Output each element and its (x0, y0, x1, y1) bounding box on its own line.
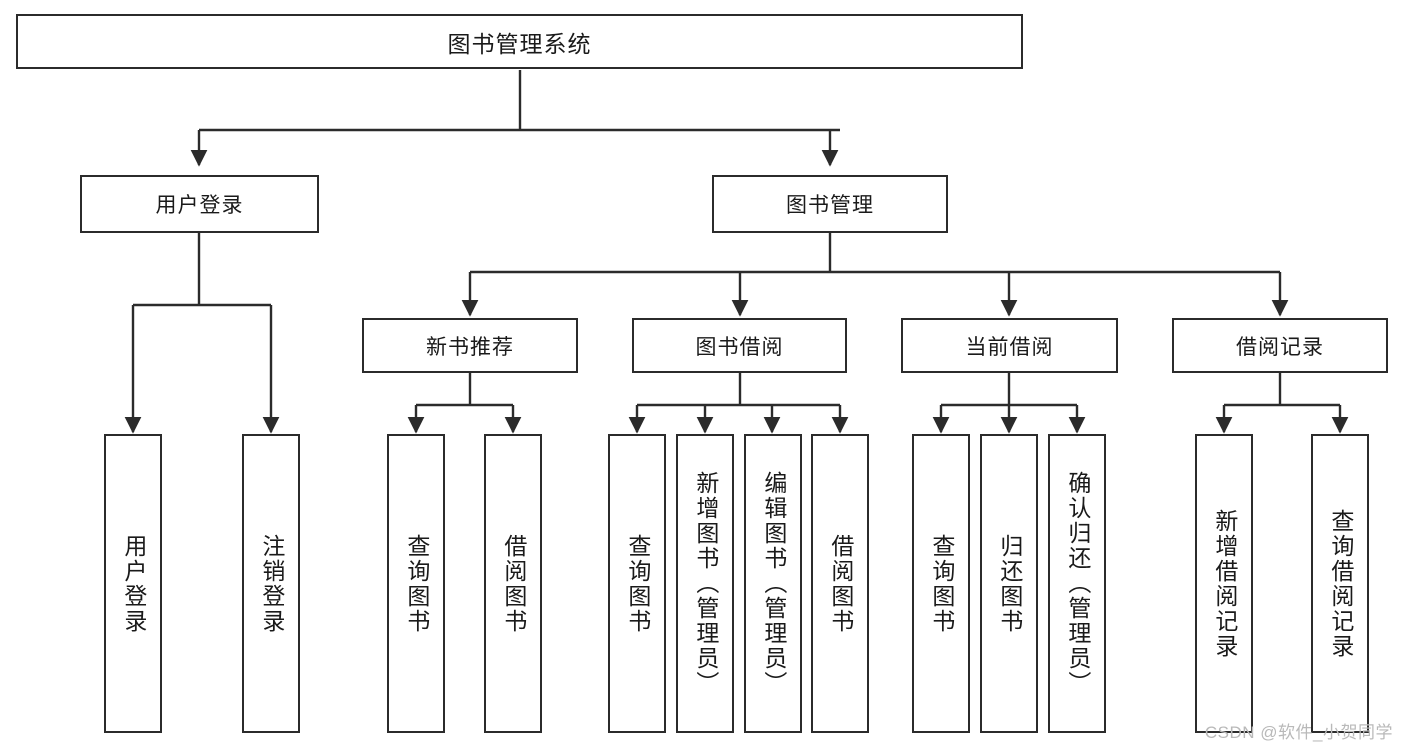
leaf-label: 新增借阅记录 (1211, 508, 1238, 659)
leaf-current-query-book[interactable]: 查询图书 (912, 434, 970, 733)
leaf-record-add-record[interactable]: 新增借阅记录 (1195, 434, 1253, 733)
node-root-system[interactable]: 图书管理系统 (16, 14, 1023, 69)
node-borrow-record[interactable]: 借阅记录 (1172, 318, 1388, 373)
leaf-label: 查询借阅记录 (1327, 508, 1354, 659)
node-book-management[interactable]: 图书管理 (712, 175, 948, 233)
node-label: 图书借阅 (695, 335, 784, 359)
watermark-text: CSDN @软件_小贺同学 (1204, 723, 1393, 742)
node-user-login[interactable]: 用户登录 (80, 175, 319, 233)
node-label: 用户登录 (155, 194, 244, 217)
leaf-current-confirm-return-admin[interactable]: 确认归还（管理员） (1048, 434, 1106, 733)
node-label: 当前借阅 (965, 335, 1054, 359)
leaf-recommend-borrow-book[interactable]: 借阅图书 (484, 434, 542, 733)
leaf-borrow-edit-book-admin[interactable]: 编辑图书（管理员） (744, 434, 802, 733)
leaf-label: 查询图书 (403, 533, 430, 634)
node-new-book-recommend[interactable]: 新书推荐 (362, 318, 578, 373)
leaf-user-login-login[interactable]: 用户登录 (104, 434, 162, 733)
node-current-borrow[interactable]: 当前借阅 (901, 318, 1118, 373)
leaf-label: 归还图书 (996, 533, 1023, 634)
leaf-label: 借阅图书 (827, 533, 854, 634)
node-book-borrow[interactable]: 图书借阅 (632, 318, 847, 373)
leaf-label: 编辑图书（管理员） (760, 471, 787, 696)
leaf-label: 新增图书（管理员） (692, 471, 719, 696)
leaf-current-return-book[interactable]: 归还图书 (980, 434, 1038, 733)
node-label: 图书管理系统 (447, 30, 592, 57)
leaf-user-login-logout[interactable]: 注销登录 (242, 434, 300, 733)
node-label: 图书管理 (786, 194, 874, 217)
leaf-label: 借阅图书 (500, 533, 527, 634)
node-label: 借阅记录 (1236, 335, 1324, 359)
leaf-borrow-query-book[interactable]: 查询图书 (608, 434, 666, 733)
leaf-label: 用户登录 (120, 533, 147, 634)
leaf-label: 确认归还（管理员） (1064, 471, 1091, 696)
leaf-label: 查询图书 (624, 533, 651, 634)
leaf-borrow-add-book-admin[interactable]: 新增图书（管理员） (676, 434, 734, 733)
leaf-label: 查询图书 (928, 533, 955, 634)
leaf-recommend-query-book[interactable]: 查询图书 (387, 434, 445, 733)
leaf-record-query-record[interactable]: 查询借阅记录 (1311, 434, 1369, 733)
leaf-label: 注销登录 (258, 533, 285, 634)
node-label: 新书推荐 (426, 335, 514, 359)
leaf-borrow-borrow-book[interactable]: 借阅图书 (811, 434, 869, 733)
